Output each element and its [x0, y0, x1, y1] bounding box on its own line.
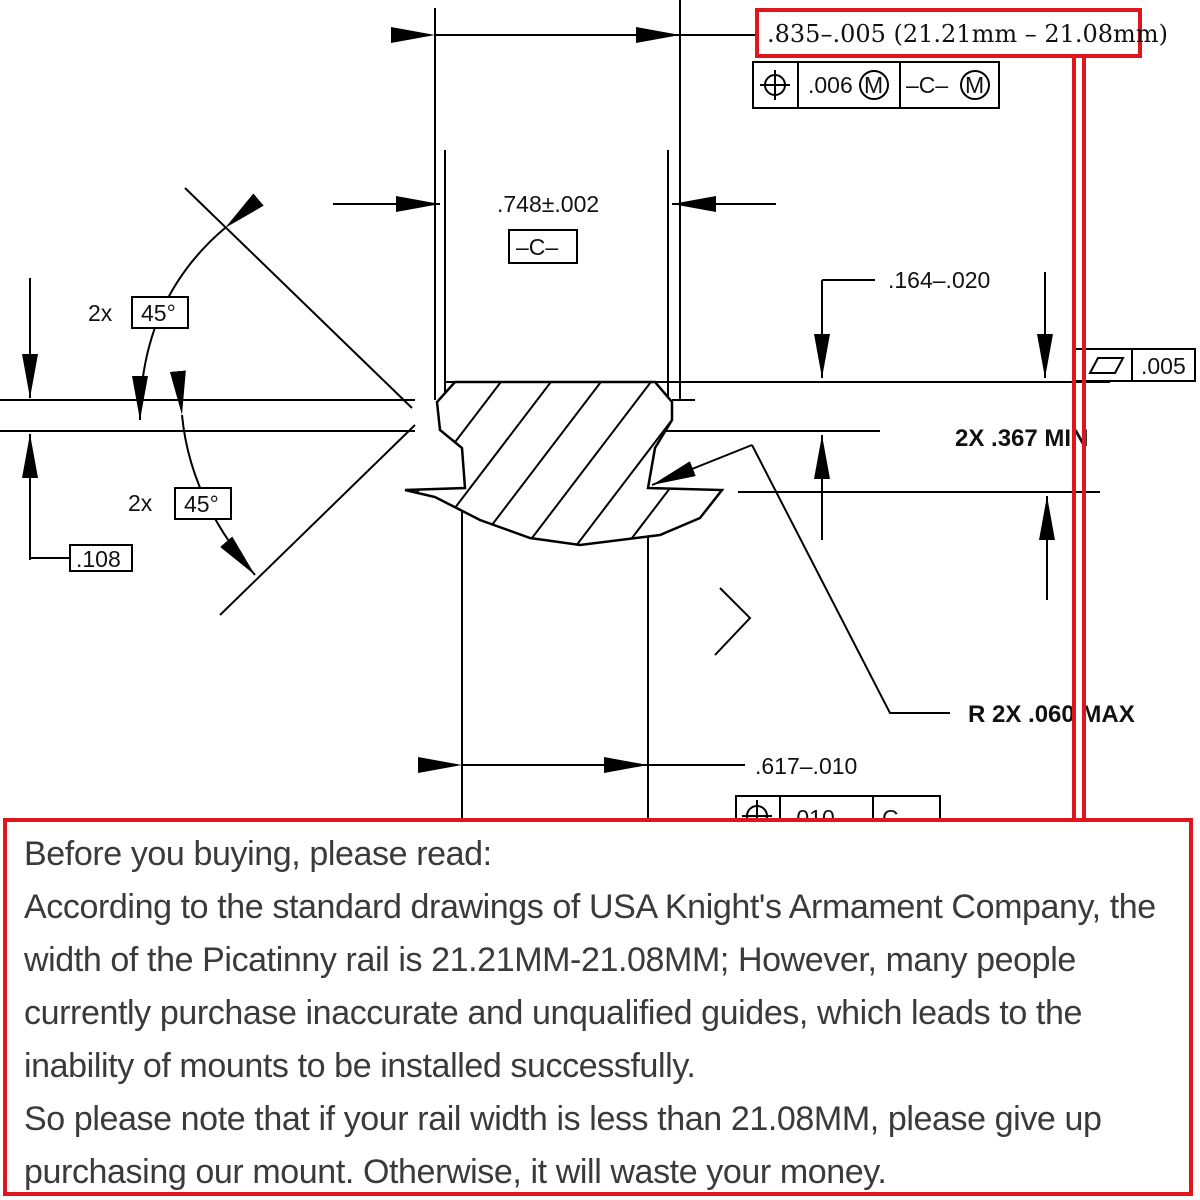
notice-line-7: purchasing our mount. Otherwise, it will… — [24, 1153, 887, 1191]
width-highlight: .835–.005 (21.21mm – 21.08mm) — [755, 8, 1168, 820]
flatness-tolerance: .005 — [1141, 353, 1186, 379]
position-icon — [760, 70, 790, 100]
top-fcf-modifier-1: M — [864, 72, 883, 98]
angle-upper-count: 2x — [88, 300, 113, 326]
notice-line-2: According to the standard drawings of US… — [24, 888, 1156, 926]
notice-line-6: So please note that if your rail width i… — [24, 1100, 1102, 1138]
notice-text: Before you buying, please read: Accordin… — [7, 822, 1189, 1199]
top-fcf: .006 M –C– M — [752, 61, 1000, 109]
angle-upper-value: 45° — [141, 300, 176, 326]
angle-lower-value: 45° — [184, 491, 219, 517]
top-fcf-datum: –C– — [906, 72, 948, 98]
radius-note: R 2X .060 MAX — [968, 701, 1135, 728]
top-width-callout: .835–.005 (21.21mm – 21.08mm) — [767, 20, 1168, 48]
angle-lower-count: 2x — [128, 490, 153, 516]
min-dim: 2X .367 MIN — [955, 425, 1088, 452]
flatness-frame: .005 — [1074, 348, 1196, 382]
rail-cross-section — [404, 380, 725, 547]
flatness-icon — [1088, 357, 1125, 374]
datum-c-label: –C– — [516, 234, 558, 260]
top-fcf-tolerance: .006 — [808, 72, 853, 98]
purchase-notice: Before you buying, please read: Accordin… — [3, 818, 1193, 1196]
notice-line-4: currently purchase inaccurate and unqual… — [24, 994, 1082, 1032]
bottom-width-dim: .617–.010 — [755, 753, 857, 779]
left-offset-dim: .108 — [76, 546, 121, 572]
notice-line-1: Before you buying, please read: — [24, 835, 492, 873]
notice-line-5: inability of mounts to be installed succ… — [24, 1047, 696, 1085]
top-fcf-modifier-2: M — [965, 72, 984, 98]
notice-line-3: width of the Picatinny rail is 21.21MM-2… — [24, 941, 1076, 979]
depth-dim: .164–.020 — [888, 267, 990, 293]
slot-width-dim: .748±.002 — [497, 191, 599, 217]
